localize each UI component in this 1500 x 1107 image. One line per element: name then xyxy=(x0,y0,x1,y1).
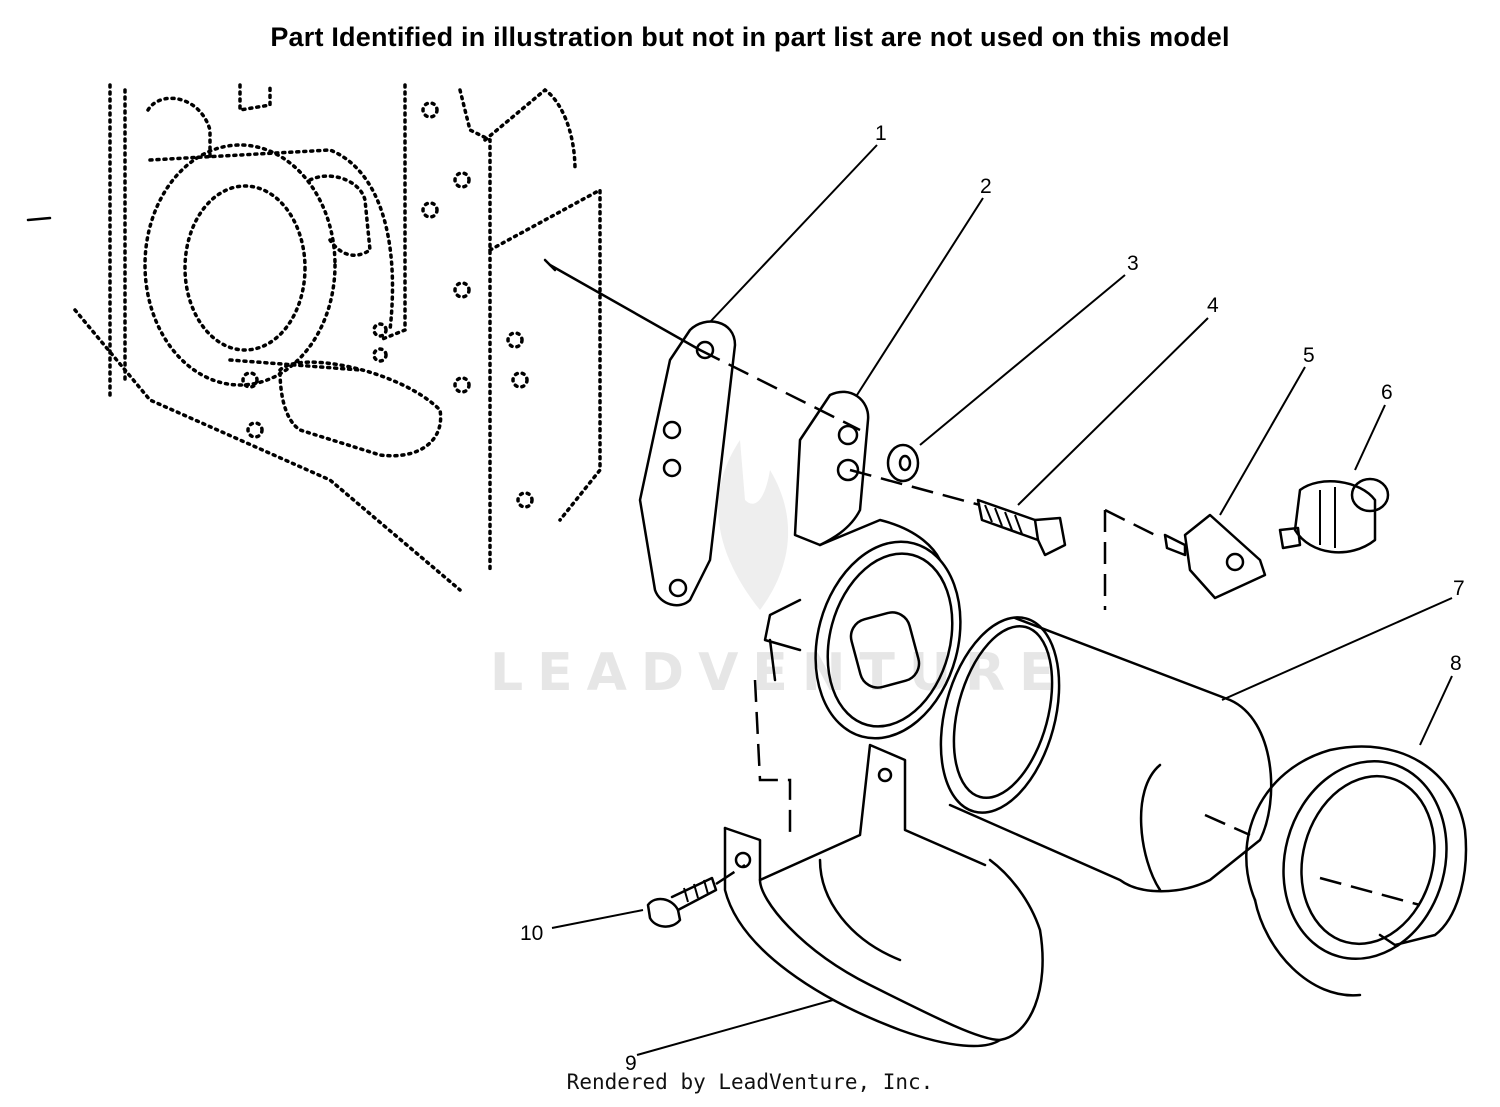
leader-lines xyxy=(551,144,1453,1056)
part-3-washer xyxy=(886,443,920,483)
callout-5: 5 xyxy=(1303,344,1315,367)
leader-4 xyxy=(1017,317,1209,506)
axis-dash xyxy=(699,348,861,432)
part-1-mounting-plate xyxy=(638,320,737,607)
leader-6 xyxy=(1354,404,1386,471)
leader-2 xyxy=(856,197,984,396)
callout-7: 7 xyxy=(1453,577,1465,600)
callout-10: 10 xyxy=(520,922,543,945)
leader-3 xyxy=(919,274,1126,446)
leader-10 xyxy=(551,909,644,929)
diagram-note: Part Identified in illustration but not … xyxy=(270,22,1230,52)
part-7-oil-filter xyxy=(939,616,1273,893)
part-5-sensor xyxy=(1103,508,1267,610)
part-6-fitting xyxy=(1278,477,1390,554)
callout-3: 3 xyxy=(1127,252,1139,275)
leader-7 xyxy=(1221,597,1453,701)
engine-block xyxy=(26,83,602,592)
axis-dash-lower xyxy=(849,468,981,507)
callout-1: 1 xyxy=(875,122,887,145)
leader-5 xyxy=(1219,366,1306,516)
callout-8: 8 xyxy=(1450,652,1462,675)
part-10-screw xyxy=(646,863,746,928)
part-9-filter-shield xyxy=(723,679,1044,1048)
part-4-bolt xyxy=(976,498,1067,557)
watermark-flame-icon xyxy=(718,440,789,610)
mounting-axis-line xyxy=(548,263,702,352)
render-credit: Rendered by LeadVenture, Inc. xyxy=(566,1070,934,1094)
callout-4: 4 xyxy=(1207,294,1219,317)
callout-numbers: 1 2 3 4 5 6 7 8 9 10 xyxy=(520,122,1465,1075)
part-2-filter-adapter xyxy=(763,390,962,740)
callout-6: 6 xyxy=(1381,381,1393,404)
leader-8 xyxy=(1419,675,1453,746)
watermark: LEADVENTURE xyxy=(490,440,1055,703)
leader-1 xyxy=(709,144,878,323)
leader-9 xyxy=(636,999,834,1056)
part-8-seal-ring xyxy=(1245,745,1468,997)
callout-2: 2 xyxy=(980,175,992,198)
callout-9: 9 xyxy=(625,1052,637,1075)
